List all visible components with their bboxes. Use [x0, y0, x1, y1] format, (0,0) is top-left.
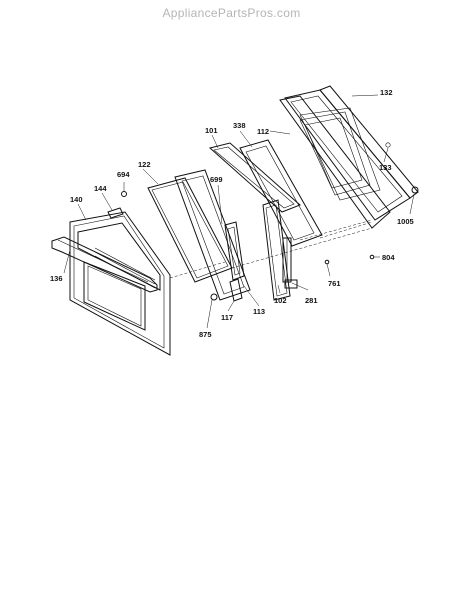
- screw-694: [121, 191, 127, 197]
- retainer-bracket-part: [224, 221, 245, 281]
- screw-1005: [411, 186, 419, 194]
- alignment-lines: [169, 219, 373, 279]
- window-spacer-frame-part: [174, 169, 251, 301]
- screw-804: [369, 254, 375, 260]
- callout-699: 699: [210, 175, 223, 184]
- insulation-strip-part: [208, 142, 301, 213]
- leader-lines: [63, 94, 415, 329]
- callout-117: 117: [221, 313, 233, 322]
- callout-804: 804: [382, 253, 395, 262]
- callout-1005: 1005: [397, 217, 414, 226]
- callout-102: 102: [274, 296, 287, 305]
- screw-875: [210, 293, 218, 301]
- glass-support-channel-part: [229, 278, 243, 302]
- hinge-part: [282, 237, 298, 289]
- door-liner-frame-part: [284, 85, 419, 221]
- callout-112: 112: [257, 127, 269, 136]
- outer-door-glass-part: [147, 177, 233, 283]
- callout-101: 101: [205, 126, 218, 135]
- callout-338: 338: [233, 121, 246, 130]
- vent-clip-part: [107, 207, 124, 219]
- callout-122: 122: [138, 160, 151, 169]
- callout-144: 144: [94, 184, 107, 193]
- outer-door-panel-part: [51, 211, 171, 356]
- callout-694: 694: [117, 170, 130, 179]
- callout-875: 875: [199, 330, 212, 339]
- inner-window-pack-part: [279, 95, 391, 229]
- callout-132: 132: [380, 88, 393, 97]
- callout-113: 113: [253, 307, 265, 316]
- heat-shield-part: [239, 139, 323, 247]
- callout-281: 281: [305, 296, 318, 305]
- screw-761: [324, 259, 330, 265]
- callout-140: 140: [70, 195, 83, 204]
- watermark: AppliancePartsPros.com: [162, 6, 301, 20]
- side-insulation-pad-part: [262, 199, 291, 301]
- callout-136: 136: [50, 274, 63, 283]
- callout-133: 133: [379, 163, 392, 172]
- callout-761: 761: [328, 279, 341, 288]
